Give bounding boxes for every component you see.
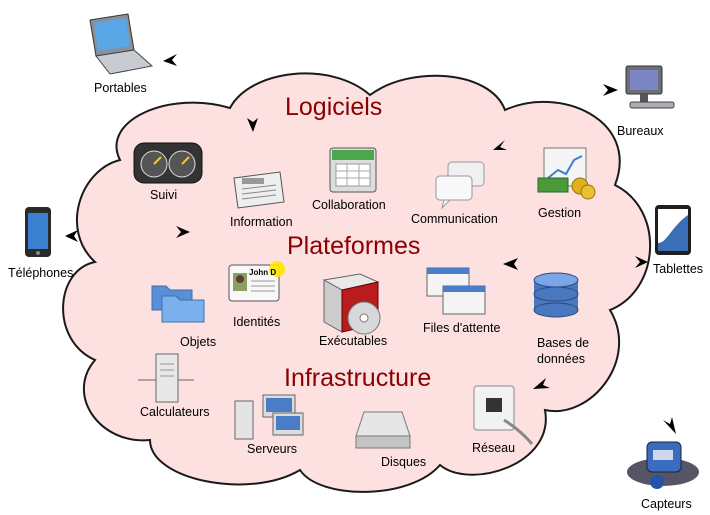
label-collaboration: Collaboration	[312, 198, 386, 212]
label-serveurs: Serveurs	[247, 442, 298, 456]
tablet-icon	[655, 205, 691, 255]
section-infrastructure: Infrastructure	[284, 364, 432, 392]
label-information: Information	[230, 215, 293, 229]
label-bases-line2: données	[537, 352, 585, 366]
phone-icon	[25, 207, 51, 257]
arrow-logiciels-top	[247, 118, 258, 132]
label-tablettes: Tablettes	[653, 262, 704, 276]
arrow-communication	[493, 140, 507, 150]
label-calculateurs: Calculateurs	[140, 405, 210, 419]
arrow-capteurs	[663, 417, 676, 434]
newspaper-icon	[233, 171, 285, 209]
arrows	[65, 54, 676, 434]
arrow-tablettes	[635, 256, 648, 268]
label-capteurs: Capteurs	[641, 497, 692, 511]
dashboard-gauge-icon	[133, 142, 203, 184]
arrow-telephones	[65, 230, 78, 242]
laptop-icon	[89, 13, 154, 75]
label-suivi: Suivi	[150, 188, 178, 202]
sensor-icon	[627, 441, 699, 489]
label-executables: Exécutables	[319, 334, 388, 348]
id-card-name: John D	[249, 268, 277, 277]
servers-icon	[234, 394, 304, 440]
arrow-bureaux	[603, 84, 618, 96]
label-gestion: Gestion	[538, 206, 582, 220]
server-tower-icon	[138, 353, 194, 403]
network-jack-icon	[473, 385, 534, 445]
arrow-portables	[163, 54, 177, 66]
label-telephones: Téléphones	[8, 266, 74, 280]
arrow-reseau	[533, 378, 550, 389]
label-disques: Disques	[381, 455, 427, 469]
hard-disk-icon	[355, 411, 411, 449]
label-identites: Identités	[233, 315, 281, 329]
label-portables: Portables	[94, 81, 147, 95]
label-bureaux: Bureaux	[617, 124, 664, 138]
desktop-icon	[625, 65, 675, 109]
finance-chart-icon	[537, 147, 596, 200]
label-communication: Communication	[411, 212, 498, 226]
calendar-icon	[329, 147, 377, 193]
software-package-icon	[322, 273, 381, 335]
label-bases-line1: Bases de	[537, 336, 590, 350]
queue-windows-icon	[426, 267, 486, 315]
section-plateformes: Plateformes	[287, 232, 421, 260]
arrow-suivi	[176, 226, 190, 238]
folders-icon	[151, 285, 205, 323]
chat-bubbles-icon	[435, 161, 485, 210]
label-objets: Objets	[180, 335, 217, 349]
section-logiciels: Logiciels	[285, 93, 383, 121]
label-files-attente: Files d'attente	[423, 321, 501, 335]
database-icon	[533, 272, 579, 318]
id-card-icon	[228, 261, 285, 302]
label-reseau: Réseau	[472, 441, 516, 455]
arrow-plateformes	[503, 258, 518, 270]
